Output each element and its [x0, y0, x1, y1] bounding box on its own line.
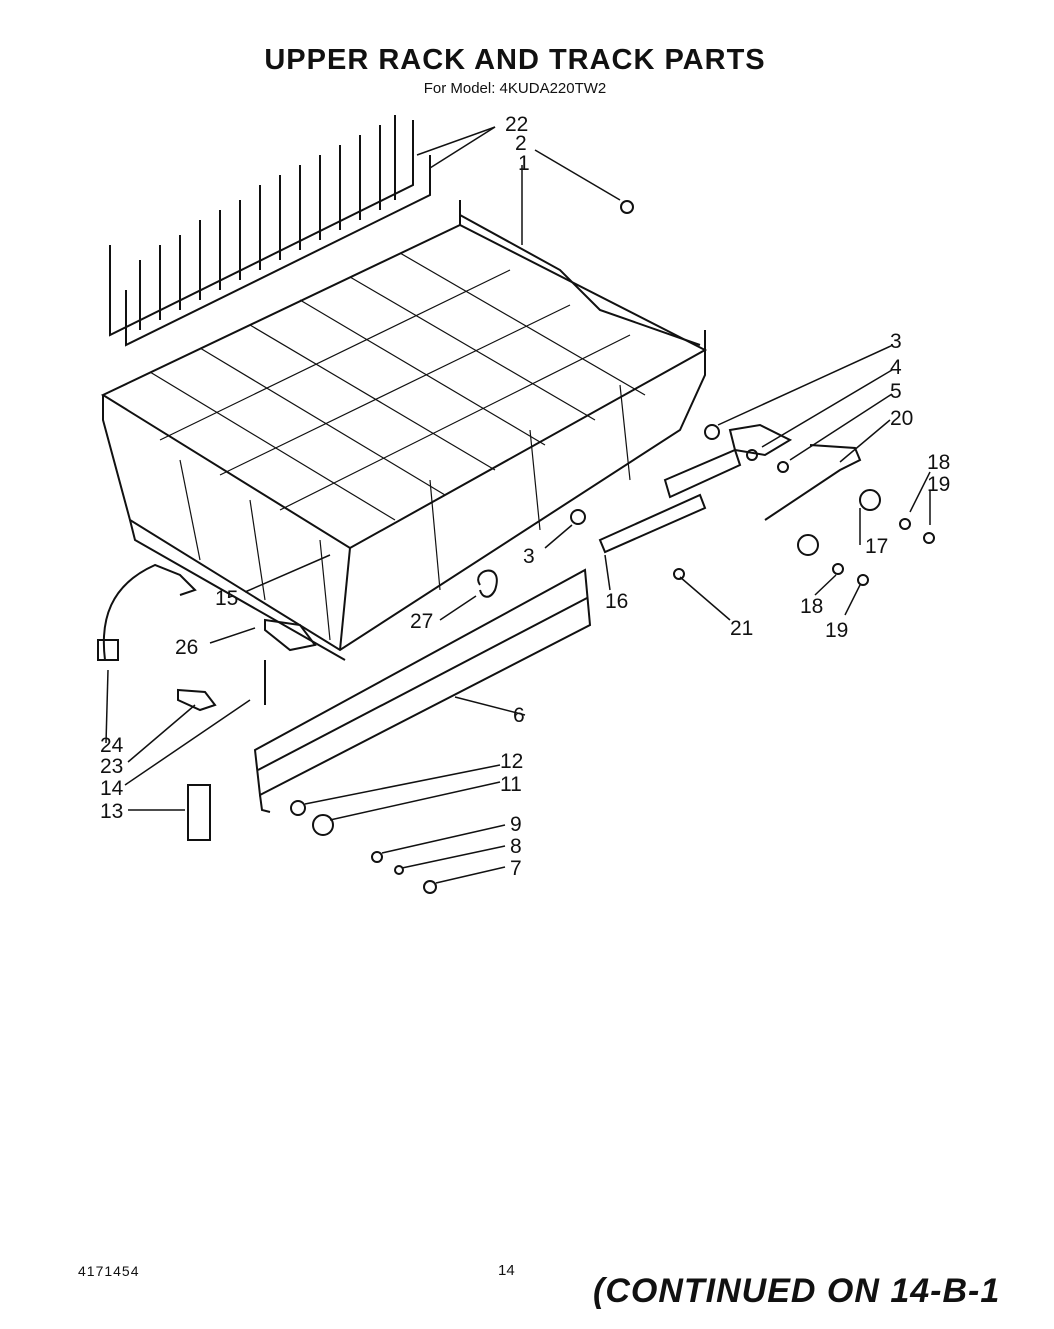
callout-19: 19	[927, 473, 950, 496]
continued-note: (CONTINUED ON 14-B-1	[593, 1272, 1001, 1310]
callout-3b: 3	[523, 545, 535, 568]
callout-12: 12	[500, 750, 523, 773]
leader-lines	[105, 126, 931, 884]
callout-5: 5	[890, 380, 902, 403]
callout-3: 3	[890, 330, 902, 353]
callout-8: 8	[510, 835, 522, 858]
document-number: 4171454	[78, 1263, 140, 1279]
callout-7: 7	[510, 857, 522, 880]
callout-22: 22	[505, 113, 528, 136]
track-rail-part	[253, 568, 592, 813]
callout-19b: 19	[825, 619, 848, 642]
callout-23: 23	[100, 755, 123, 778]
callout-16: 16	[605, 590, 628, 613]
track-hardware-parts	[290, 200, 935, 894]
callout-18: 18	[927, 451, 950, 474]
callout-24: 24	[100, 734, 124, 757]
upper-rack-basket	[100, 200, 708, 661]
callout-4: 4	[890, 356, 902, 379]
callout-9: 9	[510, 813, 522, 836]
callout-11: 11	[500, 773, 522, 796]
callout-13: 13	[100, 800, 123, 823]
callout-14: 14	[100, 777, 124, 800]
callout-2: 2	[515, 132, 527, 155]
callout-18b: 18	[800, 595, 823, 618]
callout-21: 21	[730, 617, 753, 640]
callout-27: 27	[410, 610, 433, 633]
callout-1: 1	[518, 152, 530, 175]
page-number: 14	[498, 1262, 515, 1279]
callout-20: 20	[890, 407, 913, 430]
callout-6: 6	[513, 704, 525, 727]
callout-26: 26	[175, 636, 198, 659]
callout-15: 15	[215, 587, 238, 610]
callout-numbers: 22 2 1 3 4 5 20 18 19 17 18 19 21 16 3 1…	[100, 113, 950, 880]
misc-parts-left	[97, 563, 498, 841]
page-title: UPPER RACK AND TRACK PARTS	[264, 44, 766, 76]
tine-row-part	[109, 115, 431, 347]
callout-17: 17	[865, 535, 888, 558]
model-subtitle: For Model: 4KUDA220TW2	[423, 80, 607, 97]
